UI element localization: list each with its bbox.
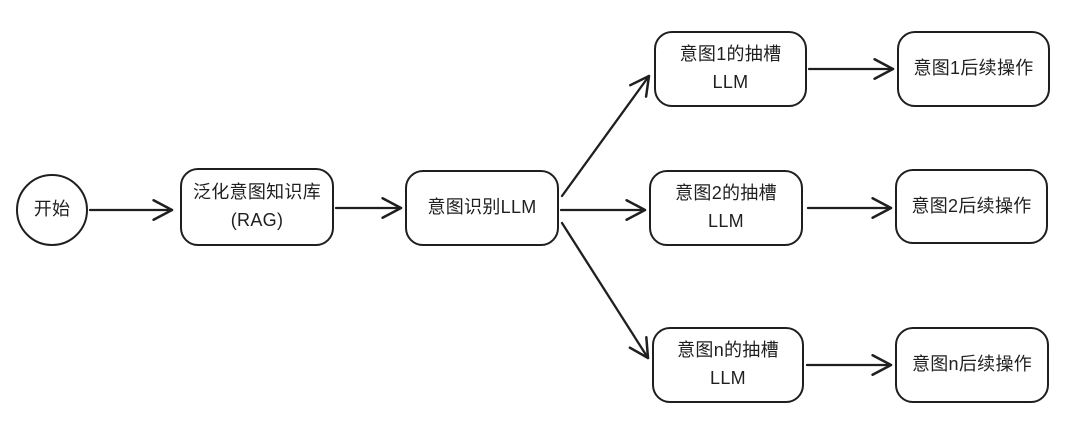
node-label-line2: LLM bbox=[708, 211, 744, 231]
node-intent1-slot-llm: 意图1的抽槽 LLM bbox=[654, 31, 807, 107]
node-label-line2: (RAG) bbox=[230, 210, 284, 230]
node-intent-recognition-llm: 意图识别LLM bbox=[405, 170, 559, 246]
edge-intent-llm-to-slot1 bbox=[560, 74, 651, 198]
node-intentn-slot-llm: 意图n的抽槽 LLM bbox=[652, 327, 804, 403]
node-label-line2: LLM bbox=[710, 368, 746, 388]
node-intent1-followup: 意图1后续操作 bbox=[897, 31, 1050, 107]
node-label-line1: 意图2的抽槽 bbox=[675, 183, 777, 204]
node-rag-knowledge-base: 泛化意图知识库 (RAG) bbox=[180, 168, 334, 246]
node-label-line1: 泛化意图知识库 bbox=[192, 182, 322, 203]
node-label: 意图1后续操作 bbox=[913, 58, 1034, 79]
node-label-line2: LLM bbox=[712, 72, 749, 92]
node-intent2-followup: 意图2后续操作 bbox=[895, 169, 1048, 244]
node-label-line1: 意图n的抽槽 bbox=[677, 340, 779, 361]
node-intent2-slot-llm: 意图2的抽槽 LLM bbox=[649, 170, 803, 246]
node-intentn-followup: 意图n后续操作 bbox=[895, 327, 1049, 403]
node-label: 意图n后续操作 bbox=[911, 354, 1033, 375]
node-start: 开始 bbox=[16, 174, 88, 246]
node-label: 意图2后续操作 bbox=[911, 195, 1032, 216]
node-label-line1: 意图1的抽槽 bbox=[679, 44, 782, 65]
edge-intent-llm-to-slotn bbox=[560, 221, 650, 360]
node-label: 意图识别LLM bbox=[427, 197, 537, 218]
node-label: 开始 bbox=[33, 199, 71, 220]
